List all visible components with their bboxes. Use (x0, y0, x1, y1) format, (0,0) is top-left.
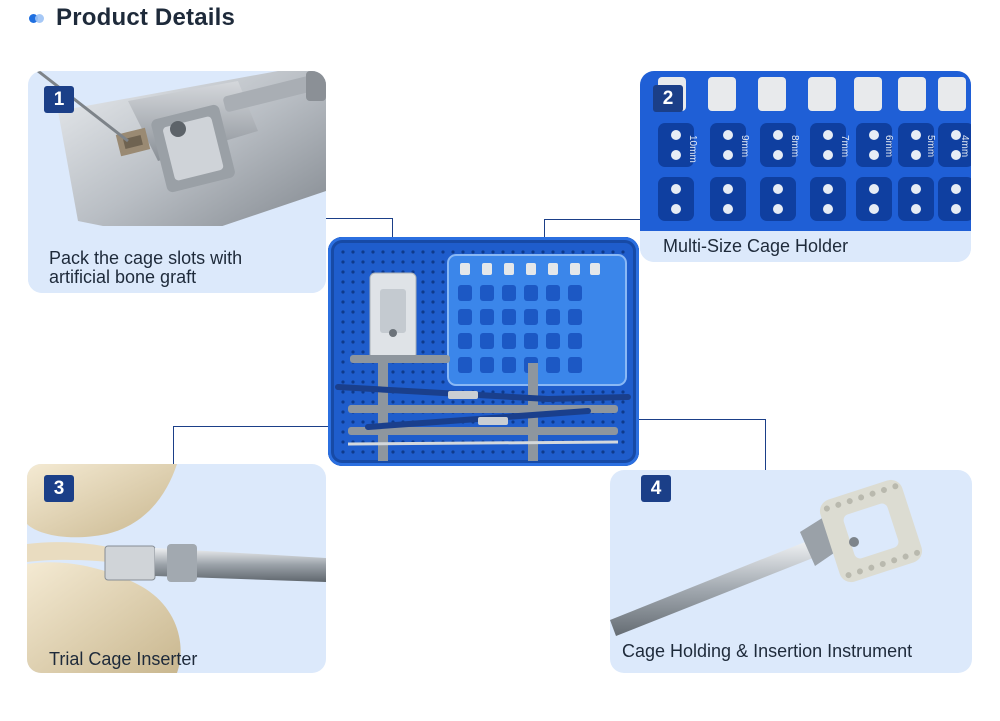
card-caption: Multi-Size Cage Holder (663, 236, 849, 256)
card-insertion-instrument: 4 Cage Holding & Insertion Instrument (610, 470, 972, 673)
tray-contents (335, 245, 631, 461)
cage-packing-block-image (28, 71, 326, 293)
card-number-badge: 2 (653, 85, 683, 112)
page-title: Product Details (56, 4, 236, 31)
card-caption: Cage Holding & Insertion Instrument (622, 641, 913, 661)
connector-line-3 (173, 426, 329, 427)
connector-line-4-drop (765, 419, 766, 470)
card-number-badge: 3 (44, 475, 74, 502)
connector-line-4 (637, 419, 765, 420)
card-cage-holder: 10mm 9mm 8mm 7mm 6mm 5mm 4mm 2 Multi-Siz… (640, 71, 971, 262)
card-caption-line-2: artificial bone graft (49, 267, 197, 287)
card-caption-line-1: Pack the cage slots with (49, 248, 243, 268)
cage-holding-instrument-image (610, 479, 923, 636)
connector-line-3-drop (173, 426, 174, 464)
card-caption: Trial Cage Inserter (49, 649, 198, 669)
instrument-tray-image (328, 237, 639, 466)
card-number-badge: 4 (641, 475, 671, 502)
connector-line-2 (544, 219, 640, 220)
card-number-badge: 1 (44, 86, 74, 113)
bullet-dots-icon (28, 11, 48, 25)
card-bone-graft: 1 Pack the cage slots with artificial bo… (28, 71, 326, 293)
card-caption: Pack the cage slots with artificial bone… (49, 249, 242, 287)
card-trial-inserter: 3 Trial Cage Inserter (27, 464, 326, 673)
multi-size-holder-image (640, 71, 971, 262)
section-header: Product Details (28, 4, 235, 32)
connector-line-2-drop (544, 219, 545, 243)
connector-line-1 (326, 218, 393, 219)
